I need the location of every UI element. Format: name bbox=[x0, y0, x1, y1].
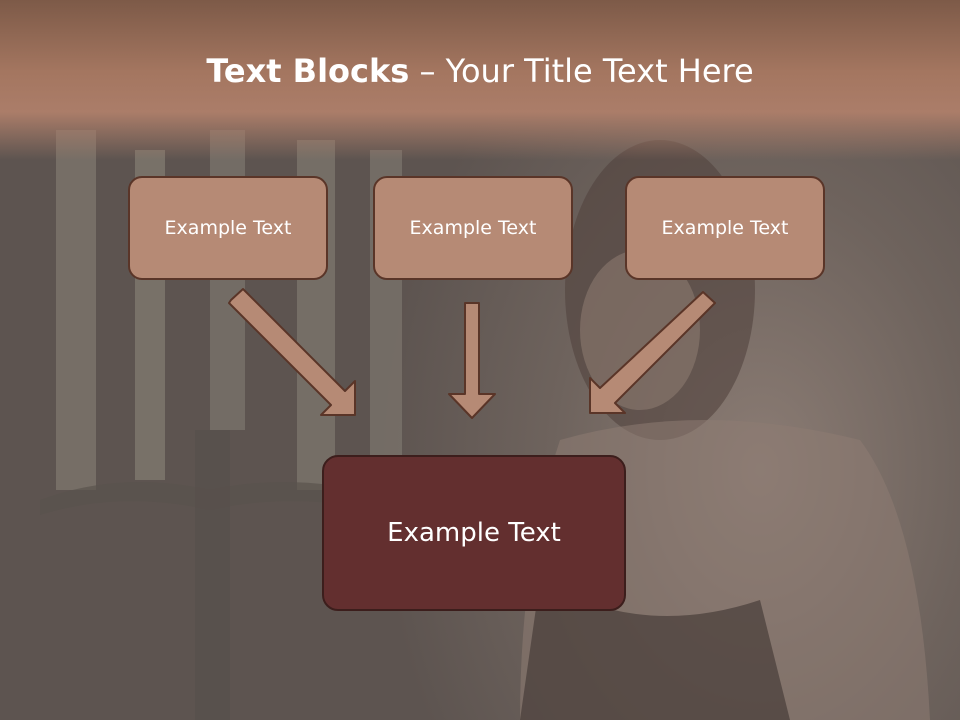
title-bold: Text Blocks bbox=[206, 52, 410, 90]
text-block-1[interactable]: Example Text bbox=[128, 176, 328, 280]
text-block-3-label: Example Text bbox=[661, 217, 789, 239]
arrow-middle bbox=[448, 302, 496, 419]
title-band bbox=[0, 0, 960, 160]
text-block-2-label: Example Text bbox=[409, 217, 537, 239]
result-block[interactable]: Example Text bbox=[322, 455, 626, 611]
arrow-left bbox=[228, 288, 356, 416]
dress-shape bbox=[520, 580, 790, 720]
slide-title: Text Blocks – Your Title Text Here bbox=[0, 52, 960, 90]
candle bbox=[56, 130, 96, 490]
face-shape bbox=[580, 250, 700, 410]
title-rest: – Your Title Text Here bbox=[409, 52, 754, 90]
text-block-1-label: Example Text bbox=[164, 217, 292, 239]
candelabra-stem bbox=[195, 430, 230, 720]
arrow-right bbox=[589, 291, 716, 414]
text-block-3[interactable]: Example Text bbox=[625, 176, 825, 280]
text-block-2[interactable]: Example Text bbox=[373, 176, 573, 280]
result-block-label: Example Text bbox=[387, 518, 561, 548]
